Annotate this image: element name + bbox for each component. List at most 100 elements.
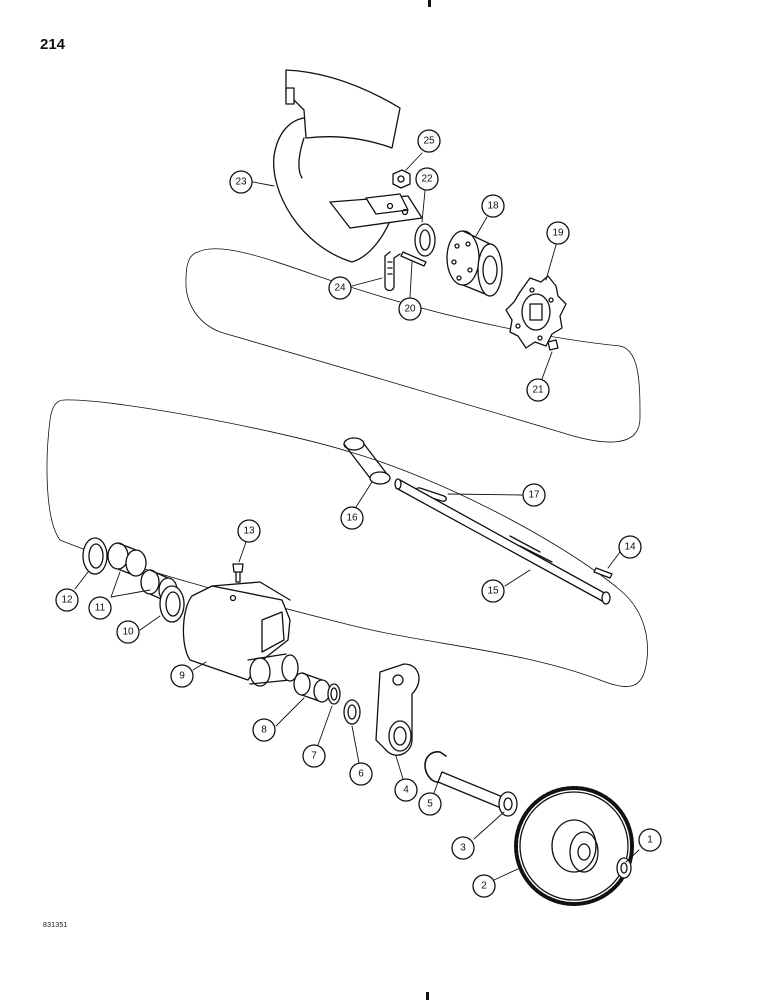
u-bolt-part [384, 251, 401, 292]
small-key-part [593, 567, 613, 579]
seal-ring-part [82, 537, 108, 575]
callout-3: 3 [460, 843, 466, 854]
callout-circle-11 [88, 596, 112, 620]
upper-assembly-boundary [185, 248, 641, 443]
callout-circle-22 [415, 167, 439, 191]
flat-washer-part [498, 791, 518, 817]
auger-flighting-part [273, 69, 423, 263]
roll-pin-part [400, 251, 427, 267]
leader-25 [405, 152, 423, 171]
callout-9: 9 [179, 671, 185, 682]
callout-24: 24 [334, 283, 346, 294]
callout-5: 5 [427, 799, 433, 810]
callout-25: 25 [423, 136, 435, 147]
callout-circle-19 [546, 221, 570, 245]
leader-22 [421, 190, 426, 223]
callout-circle-1 [638, 828, 662, 852]
callout-circle-25 [417, 129, 441, 153]
callout-15: 15 [487, 586, 499, 597]
leader-24 [351, 277, 383, 287]
callout-8: 8 [261, 725, 267, 736]
callout-circle-24 [328, 276, 352, 300]
leader-21 [541, 351, 553, 380]
leader-1 [625, 849, 640, 863]
callout-circle-23 [229, 170, 253, 194]
callout-4: 4 [403, 785, 409, 796]
end-snap-ring-part [616, 857, 632, 879]
callout-1: 1 [647, 835, 653, 846]
leader-13 [238, 541, 247, 563]
callout-circle-3 [451, 836, 475, 860]
leader-7 [317, 705, 333, 746]
page-tick-top [428, 0, 431, 7]
bearing-housing-part [182, 581, 299, 687]
sprocket-part [514, 786, 634, 906]
callout-22: 22 [421, 174, 433, 185]
leader-6 [351, 725, 360, 764]
callout-circle-16 [340, 506, 364, 530]
leader-12 [74, 571, 89, 590]
callout-17: 17 [528, 490, 540, 501]
callout-circle-7 [302, 744, 326, 768]
callout-circle-10 [116, 620, 140, 644]
leader-2 [493, 867, 521, 881]
grease-fitting-part [232, 563, 244, 583]
thrust-washer-part [343, 699, 361, 725]
callout-circle-8 [252, 718, 276, 742]
callout-circle-4 [394, 778, 418, 802]
callout-circle-20 [398, 297, 422, 321]
leader-11 [110, 571, 151, 598]
lock-nut-part [392, 169, 411, 189]
set-screw-part [547, 339, 559, 351]
leader-15 [504, 569, 531, 587]
drive-hub-part [446, 230, 503, 297]
callout-14: 14 [624, 542, 636, 553]
callout-12: 12 [61, 595, 73, 606]
page-number: 214 [40, 36, 66, 53]
leader-19 [545, 244, 557, 281]
leader-9 [192, 661, 207, 671]
retaining-collar-part [414, 223, 436, 257]
callout-19: 19 [552, 228, 564, 239]
callout-circle-15 [481, 579, 505, 603]
callout-18: 18 [487, 201, 499, 212]
callout-7: 7 [311, 751, 317, 762]
callout-circle-2 [472, 874, 496, 898]
callout-circle-14 [618, 535, 642, 559]
leader-14 [607, 551, 621, 569]
callout-23: 23 [235, 177, 247, 188]
drive-shaft-part [394, 478, 611, 605]
needle-bearing-part [293, 672, 331, 703]
callout-13: 13 [243, 526, 255, 537]
callout-circle-9 [170, 664, 194, 688]
callout-6: 6 [358, 769, 364, 780]
callout-circle-6 [349, 762, 373, 786]
shaft-bushing-part [343, 437, 391, 485]
callout-circle-17 [522, 483, 546, 507]
callout-circle-21 [526, 378, 550, 402]
callout-circle-12 [55, 588, 79, 612]
leader-20 [409, 261, 413, 298]
oil-seal-part [159, 585, 185, 623]
leader-3 [473, 811, 505, 840]
leader-lines [74, 152, 640, 881]
callout-16: 16 [346, 513, 358, 524]
callout-circle-18 [481, 194, 505, 218]
callout-21: 21 [532, 385, 544, 396]
leader-5 [433, 781, 439, 794]
leader-16 [355, 481, 373, 508]
callout-10: 10 [122, 627, 134, 638]
leader-17 [447, 493, 523, 496]
callout-circle-13 [237, 519, 261, 543]
callout-20: 20 [404, 304, 416, 315]
leader-18 [475, 216, 488, 237]
leader-10 [139, 615, 161, 631]
leader-23 [252, 181, 275, 187]
spacer-ring-part [327, 683, 341, 705]
leader-4 [395, 755, 404, 780]
callout-2: 2 [481, 881, 487, 892]
callout-circle-5 [418, 792, 442, 816]
lever-arm-part [375, 663, 420, 756]
figure-code: 831351 [43, 922, 68, 929]
